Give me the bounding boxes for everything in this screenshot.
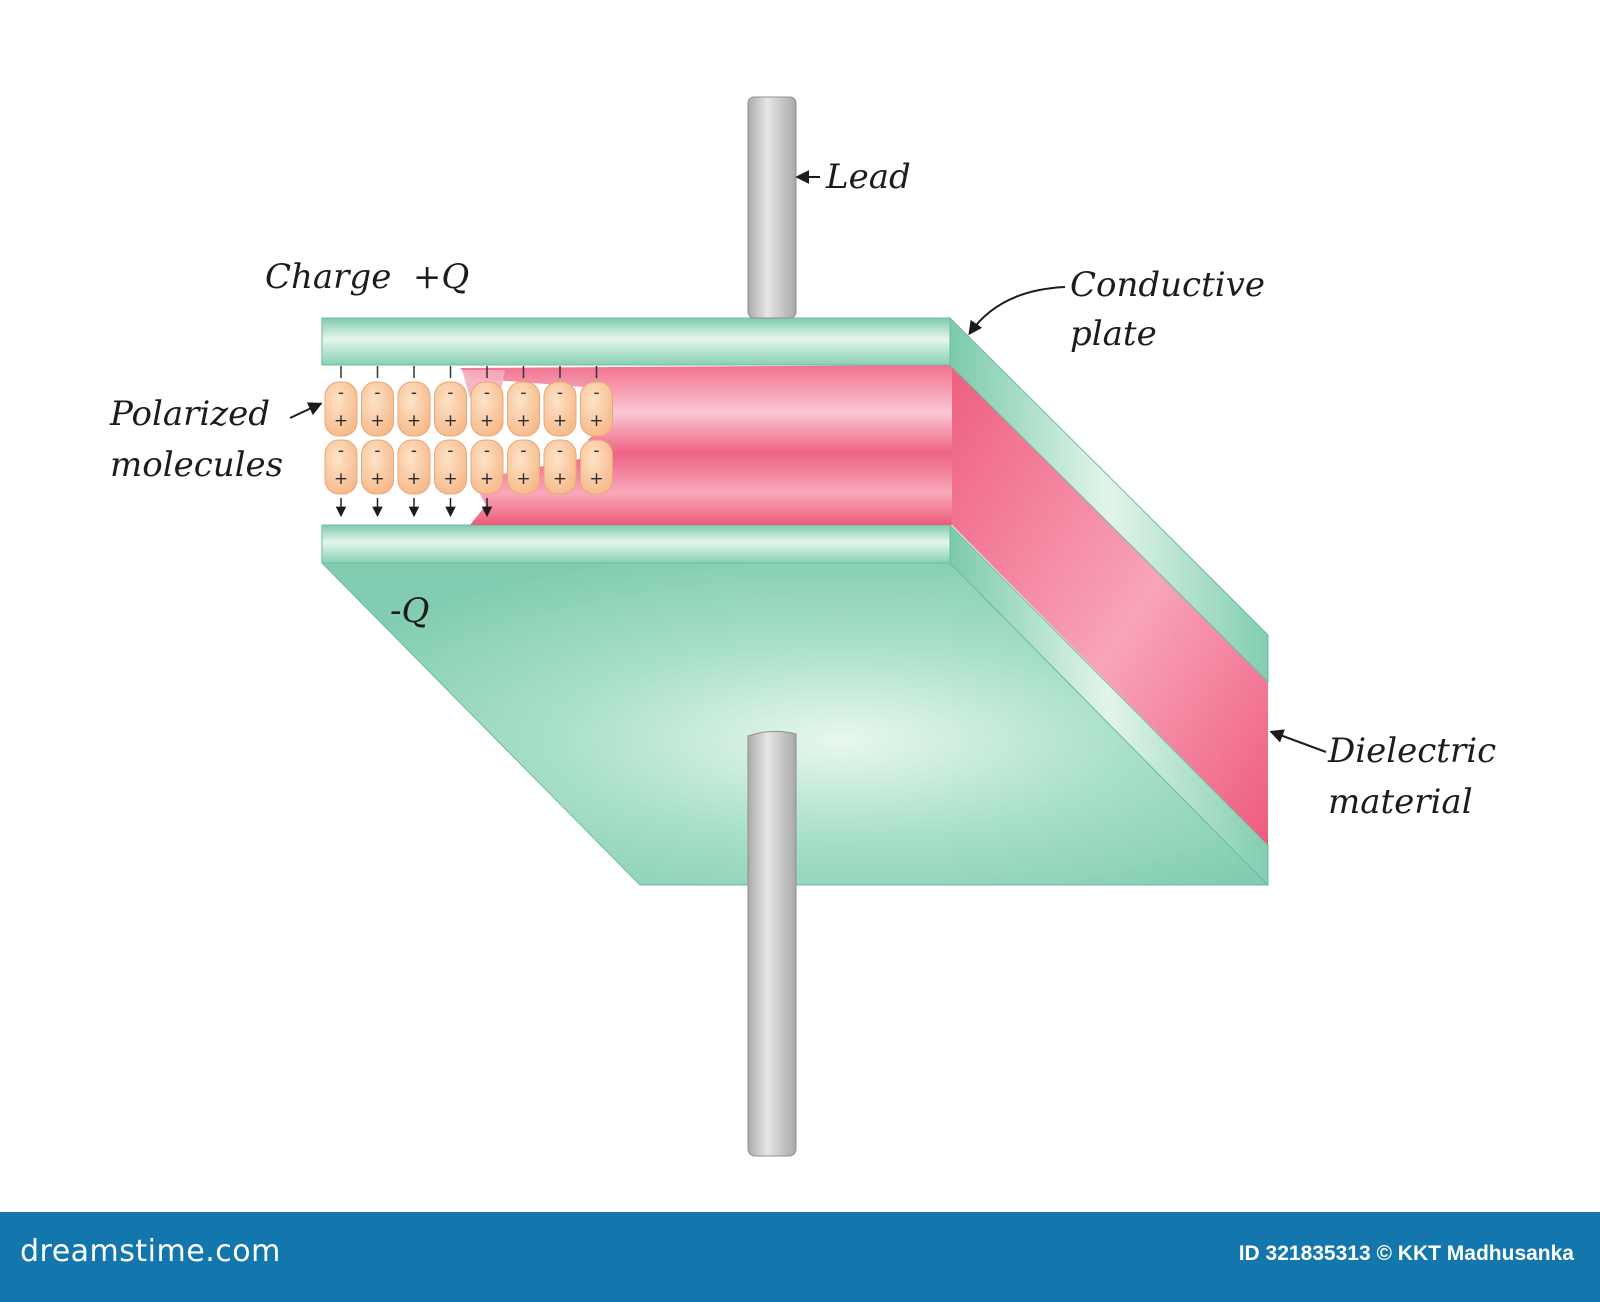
molecule-plus-sign: + xyxy=(407,411,421,431)
charge-top-label: Charge +Q xyxy=(265,257,469,297)
molecule-minus-sign: - xyxy=(411,383,417,403)
molecule-plus-sign: + xyxy=(589,469,603,489)
molecule xyxy=(470,439,504,495)
molecule-plus-sign: + xyxy=(334,411,348,431)
molecule xyxy=(361,381,394,437)
molecule-minus-sign: - xyxy=(520,441,526,461)
molecule-minus-sign: - xyxy=(593,383,599,403)
brand-logo-text: dreamstime.com xyxy=(20,1234,281,1269)
molecule xyxy=(434,381,467,437)
molecule-plus-sign: + xyxy=(480,469,494,489)
molecule-minus-sign: - xyxy=(411,441,417,461)
molecule-minus-sign: - xyxy=(557,383,563,403)
molecule-plus-sign: + xyxy=(516,411,530,431)
dielectric-label-1: Dielectric xyxy=(1327,731,1496,771)
molecule xyxy=(543,439,577,495)
molecule xyxy=(397,439,431,495)
molecule-plus-sign: + xyxy=(480,411,494,431)
polarized-label-2: molecules xyxy=(110,445,283,485)
molecule xyxy=(324,381,358,437)
molecule-plus-sign: + xyxy=(407,469,421,489)
molecule xyxy=(543,381,577,437)
image-credit: ID 321835313 © KKT Madhusanka xyxy=(1238,1242,1574,1265)
molecule-plus-sign: + xyxy=(443,411,457,431)
conductive-plate-label-1: Conductive xyxy=(1070,265,1265,305)
molecule-minus-sign: - xyxy=(520,383,526,403)
molecule-plus-sign: + xyxy=(370,411,384,431)
top-plate xyxy=(321,316,1269,684)
molecule xyxy=(361,439,394,495)
molecule-minus-sign: - xyxy=(484,383,490,403)
dielectric-arrow xyxy=(1269,729,1327,753)
charge-bottom-label: -Q xyxy=(390,591,429,631)
molecule-plus-sign: + xyxy=(589,411,603,431)
molecule xyxy=(397,381,431,437)
molecule-minus-sign: - xyxy=(374,383,380,403)
bottom-plate xyxy=(320,523,1270,887)
molecule-minus-sign: - xyxy=(557,441,563,461)
top-lead xyxy=(747,96,797,319)
polarized-label-1: Polarized xyxy=(109,394,270,434)
molecule-minus-sign: - xyxy=(593,441,599,461)
molecule-minus-sign: - xyxy=(374,441,380,461)
diagram-canvas: - + - + - + - + - + - + - + - + - + - + - + - + - + - + - + - + Lead Ch… xyxy=(109,96,1496,1157)
capacitor-diagram: - + - + - + - + - + - + - + - + - + - + - + - + - + - + - + - + Lead Ch… xyxy=(109,96,1496,1157)
molecule xyxy=(434,439,467,495)
molecule xyxy=(580,439,613,495)
lead-label: Lead xyxy=(825,157,911,197)
molecule-plus-sign: + xyxy=(553,469,567,489)
molecule-minus-sign: - xyxy=(447,383,453,403)
molecule-minus-sign: - xyxy=(447,441,453,461)
molecule xyxy=(580,381,613,437)
dielectric-label-2: material xyxy=(1328,782,1473,822)
conductive-plate-arrow xyxy=(968,286,1066,336)
bottom-lead xyxy=(747,730,797,1157)
footer-bar: dreamstime.com ID 321835313 © KKT Madhus… xyxy=(0,1212,1600,1302)
molecule-plus-sign: + xyxy=(334,469,348,489)
molecule-plus-sign: + xyxy=(443,469,457,489)
molecule xyxy=(507,439,540,495)
molecule-minus-sign: - xyxy=(338,383,344,403)
molecule-plus-sign: + xyxy=(370,469,384,489)
leader-lines xyxy=(289,170,1327,753)
molecule xyxy=(470,381,504,437)
molecule-minus-sign: - xyxy=(338,441,344,461)
polarized-arrow xyxy=(289,402,323,419)
conductive-plate-label-2: plate xyxy=(1070,314,1157,354)
molecule xyxy=(324,439,358,495)
molecule-plus-sign: + xyxy=(553,411,567,431)
molecule-plus-sign: + xyxy=(516,469,530,489)
molecule xyxy=(507,381,540,437)
polarized-molecules: - + - + - + - + - + - + - + - + - + - + - + - + - + - + - + - + xyxy=(324,366,613,518)
molecule-minus-sign: - xyxy=(484,441,490,461)
